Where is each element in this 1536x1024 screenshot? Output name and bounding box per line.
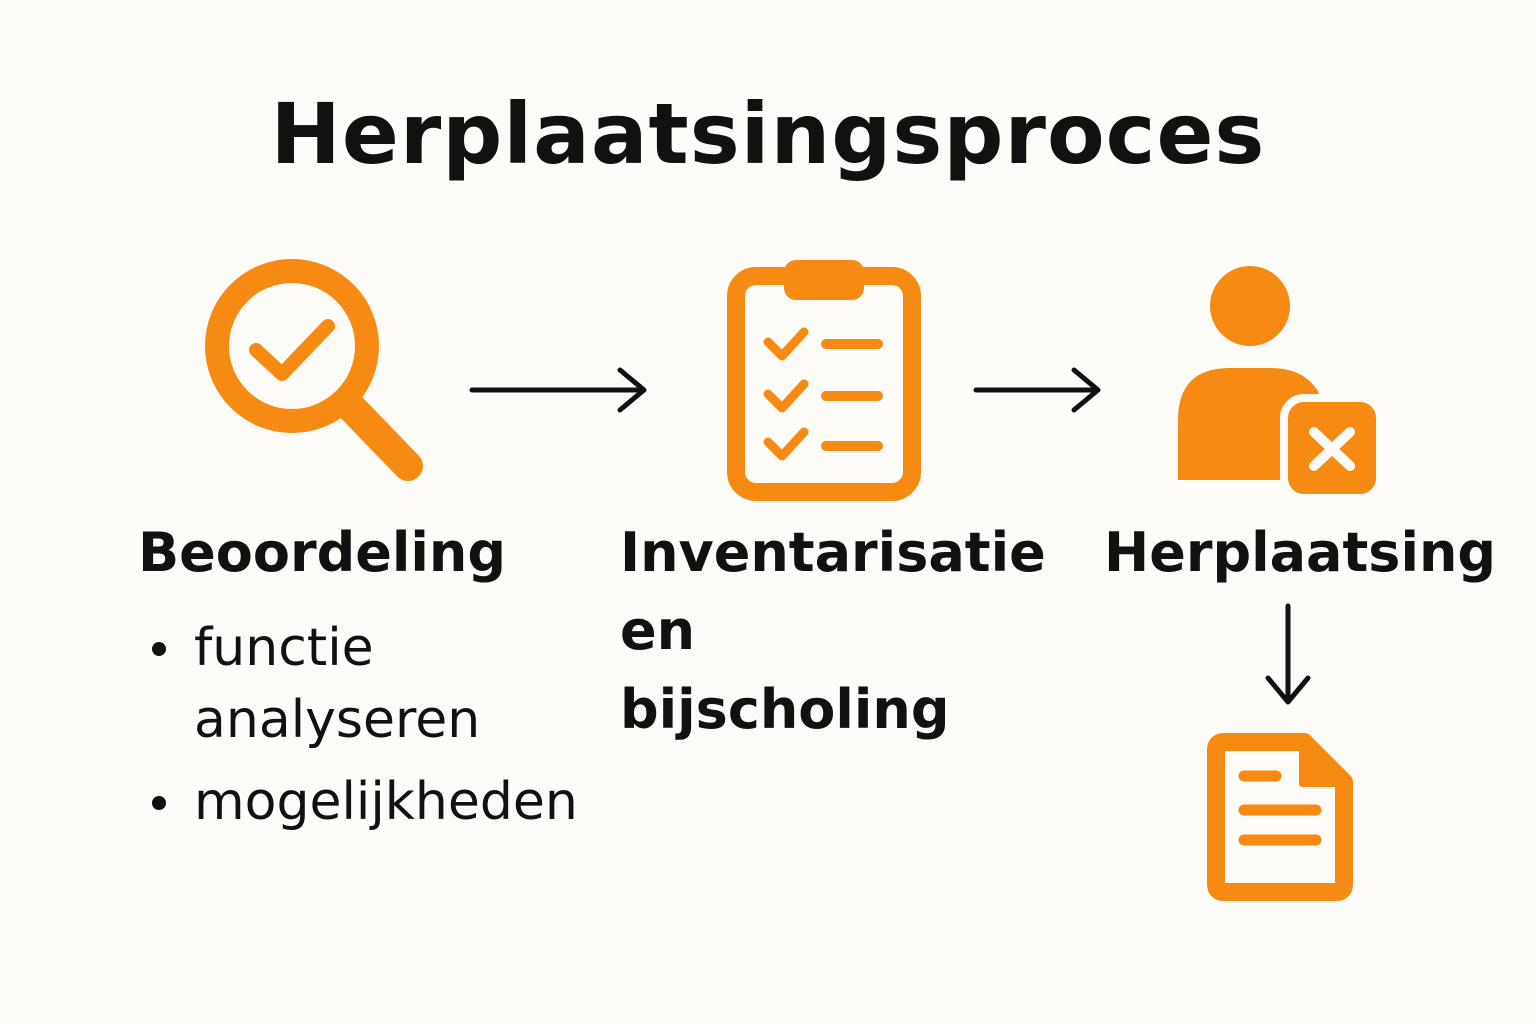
bullet-item: mogelijkheden xyxy=(146,766,586,838)
arrow-right-icon xyxy=(469,367,647,413)
diagram-title: Herplaatsingsproces xyxy=(270,85,1266,183)
beoordeling-bullet-list: functie analyseren mogelijkheden xyxy=(146,612,586,848)
clipboard-checklist-icon xyxy=(727,260,921,501)
bullet-item: functie analyseren xyxy=(146,612,586,756)
step-label-beoordeling: Beoordeling xyxy=(138,521,507,584)
step-label-herplaatsing: Herplaatsing xyxy=(1104,521,1497,584)
arrow-down-icon xyxy=(1265,603,1311,705)
person-x-icon xyxy=(1178,266,1384,502)
document-icon xyxy=(1207,733,1353,901)
magnifier-check-icon xyxy=(205,259,423,481)
arrow-right-icon xyxy=(973,367,1101,413)
step-label-inventarisatie: Inventarisatie en bijscholing xyxy=(620,521,1046,741)
